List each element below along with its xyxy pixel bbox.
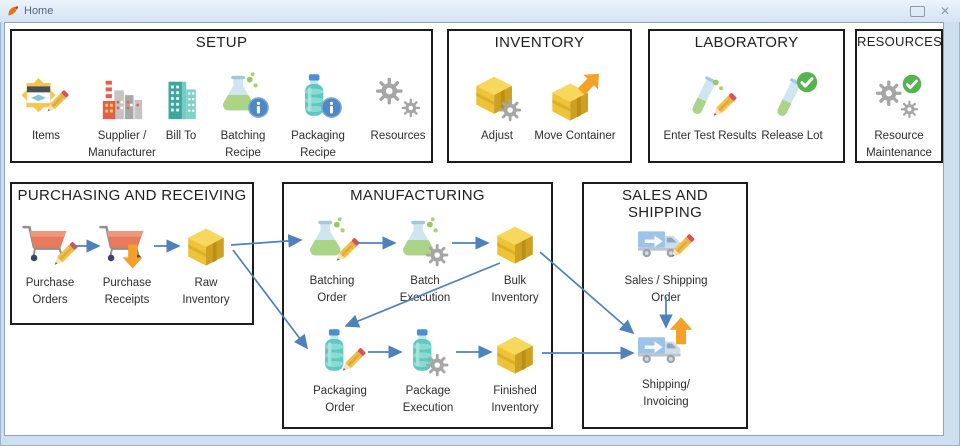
close-icon[interactable]: ✕ xyxy=(939,4,950,18)
tile-bill-to[interactable]: Bill To xyxy=(141,67,221,145)
laboratory-section: LABORATORY xyxy=(648,29,845,163)
bottle-pencil-icon xyxy=(310,322,370,378)
testtube-pencil-icon xyxy=(680,67,740,123)
bottle-gear-icon xyxy=(398,322,458,378)
flask-gear-icon xyxy=(395,212,455,268)
tile-items[interactable]: Items xyxy=(6,67,86,145)
tile-supplier-manufacturer[interactable]: Supplier /Manufacturer xyxy=(77,67,167,161)
tile-resources[interactable]: Resources xyxy=(358,67,438,145)
inventory-section: INVENTORY xyxy=(447,29,632,163)
section-title: SETUP xyxy=(195,34,248,51)
buildings-icon xyxy=(155,67,207,123)
cart-down-arrow-icon xyxy=(96,214,158,270)
section-title: MANUFACTURING xyxy=(350,187,485,204)
section-title: INVENTORY xyxy=(494,34,585,51)
box-icon xyxy=(181,214,231,270)
section-title: SALES AND SHIPPING xyxy=(621,187,709,221)
tile-release-lot[interactable]: Release Lot xyxy=(748,67,836,145)
resources-section: RESOURCES xyxy=(855,29,943,163)
box-icon xyxy=(490,322,540,378)
testtube-check-icon xyxy=(763,67,821,123)
box-icon xyxy=(490,212,540,268)
cart-pencil-icon xyxy=(19,214,81,270)
gears-icon xyxy=(371,67,425,123)
section-title: LABORATORY xyxy=(694,34,799,51)
window-title: Home xyxy=(24,5,54,17)
maximize-icon[interactable] xyxy=(909,5,925,17)
bottle-info-icon xyxy=(289,67,347,123)
flask-info-icon xyxy=(214,67,272,123)
section-title: PURCHASING AND RECEIVING xyxy=(17,187,247,204)
box-gear-icon xyxy=(468,67,526,123)
tile-shipping-invoicing[interactable]: Shipping/Invoicing xyxy=(614,316,718,410)
truck-up-arrow-icon xyxy=(635,316,697,372)
flask-pencil-icon xyxy=(302,212,362,268)
tile-adjust[interactable]: Adjust xyxy=(452,67,542,145)
app-icon xyxy=(8,6,19,16)
setup-section: SETUP xyxy=(10,29,433,163)
truck-pencil-icon xyxy=(635,212,697,268)
gears-check-icon xyxy=(872,67,926,123)
box-arrow-icon xyxy=(545,67,605,123)
section-title: RESOURCES xyxy=(857,34,943,49)
items-icon xyxy=(18,67,74,123)
tile-move-container[interactable]: Move Container xyxy=(523,67,627,145)
tile-enter-test-results[interactable]: Enter Test Results xyxy=(653,67,767,145)
title-bar: Home ✕ xyxy=(0,0,960,22)
